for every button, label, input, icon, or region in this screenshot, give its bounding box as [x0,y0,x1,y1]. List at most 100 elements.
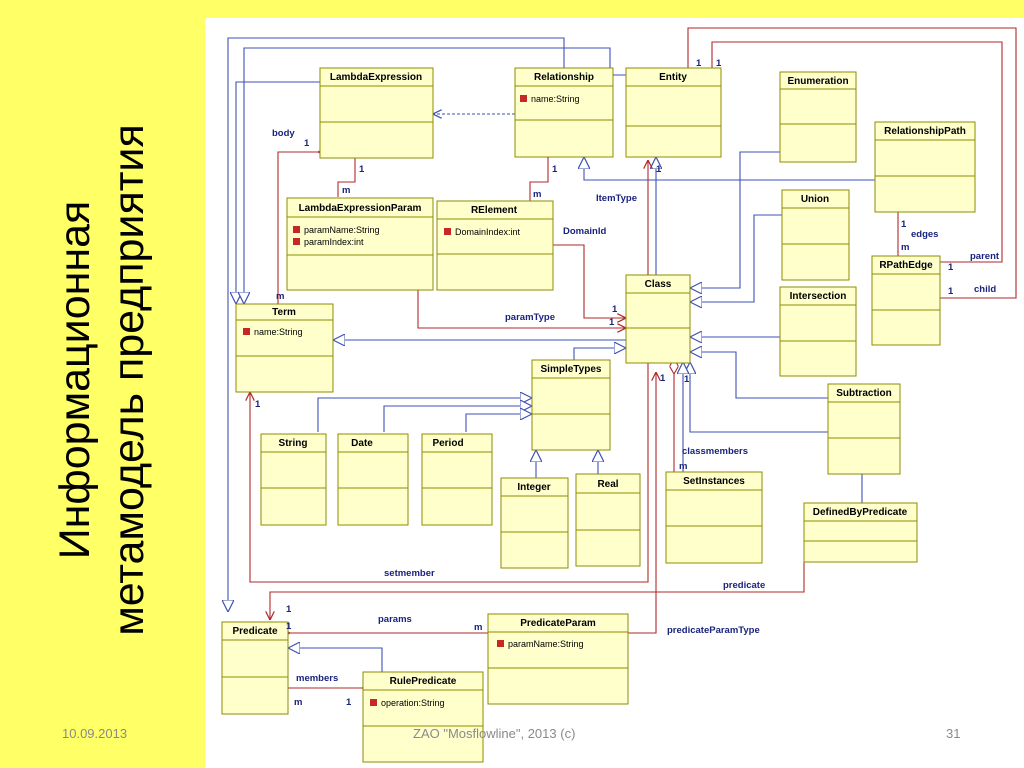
mult: m [679,461,687,472]
mult: 1 [255,399,261,410]
attribute: paramName:String [508,639,584,649]
label-setmember: setmember [384,568,435,579]
class-name: Union [801,194,829,205]
class-name: Entity [659,72,687,83]
gen-subtraction-class [690,352,828,399]
attribute: operation:String [381,698,445,708]
gen-relationship-predicate [228,37,565,612]
label-domainid: DomainId [563,226,606,237]
label-params: params [378,614,412,625]
class-defined-by-predicate[interactable]: DefinedByPredicate [803,502,918,563]
attribute: paramIndex:int [304,237,364,247]
class-set-instances[interactable]: SetInstances [665,471,763,564]
mult: m [276,291,284,302]
mult: m [294,697,302,708]
class-name: Real [597,479,618,490]
class-name: Term [272,307,296,318]
assoc-setmember [250,362,649,583]
mult: 1 [716,58,722,69]
class-union[interactable]: Union [781,189,850,281]
footer-date: 10.09.2013 [62,726,128,741]
attribute-icon [520,95,527,102]
class-intersection[interactable]: Intersection [779,286,857,377]
mult: 1 [359,164,365,175]
assoc-entity-rpathedge-parent [711,41,1003,262]
mult: m [533,189,541,200]
label-paramtype: paramType [505,312,555,323]
class-name: Enumeration [787,76,848,87]
attribute-icon [497,640,504,647]
mult: 1 [901,219,907,230]
gen-string-simpletypes [317,398,532,432]
class-relationship-path[interactable]: RelationshipPath [874,121,976,213]
label-predicateparamtype: predicateParamType [667,625,760,636]
class-real[interactable]: Real [575,473,641,567]
class-name: RulePredicate [390,676,457,687]
class-name: LambdaExpression [330,72,422,83]
label-child: child [974,284,996,295]
class-class[interactable]: Class [625,274,691,364]
assoc-relement-relationship [529,158,548,201]
gen-union-class [690,214,782,302]
assoc-body [277,152,318,304]
class-date[interactable]: Date [337,433,409,526]
mult: 1 [948,262,954,273]
gen-entity-term [244,47,626,304]
assoc-predicate [270,562,805,620]
class-string[interactable]: String [260,433,327,526]
class-relationship[interactable]: Relationship name:String [514,67,614,158]
gen-rulepredicate-predicate [288,648,383,672]
assoc-domainid [553,244,626,318]
label-parent: parent [970,251,1000,262]
mult: 1 [286,621,292,632]
label-members: members [296,673,338,684]
gen-period-simpletypes [465,414,532,432]
class-period[interactable]: Period [421,433,493,526]
attribute-icon [370,699,377,706]
association-lines [250,27,1017,688]
class-enumeration[interactable]: Enumeration [779,71,857,163]
class-predicate-param[interactable]: PredicateParam paramName:String [487,613,629,705]
gen-lambda-term [236,81,320,304]
gen-rpath-relationship [584,157,875,181]
class-rule-predicate[interactable]: RulePredicate operation:String [362,671,484,763]
class-subtraction[interactable]: Subtraction [827,383,901,475]
attribute-icon [293,226,300,233]
class-name: RElement [471,205,518,216]
attribute-icon [444,228,451,235]
class-name: RelationshipPath [884,126,966,137]
class-name: String [279,438,308,449]
attribute: DomainIndex:int [455,227,521,237]
mult: 1 [948,286,954,297]
attribute-icon [293,238,300,245]
class-simple-types[interactable]: SimpleTypes [531,359,611,451]
label-body: body [272,128,295,139]
attribute: paramName:String [304,225,380,235]
class-relement[interactable]: RElement DomainIndex:int [436,200,554,291]
class-rpath-edge[interactable]: RPathEdge [871,255,941,346]
class-lambda-expression[interactable]: LambdaExpression [319,67,434,159]
class-term[interactable]: Term name:String [235,303,334,393]
gen-date-simpletypes [383,406,532,432]
class-name: Class [645,279,672,290]
class-lambda-expression-param[interactable]: LambdaExpressionParam paramName:String p… [286,197,434,291]
label-itemtype: ItemType [596,193,637,204]
assoc-paramtype [417,290,626,328]
mult: 1 [696,58,702,69]
class-name: Subtraction [836,388,892,399]
mult: 1 [612,304,618,315]
class-name: SetInstances [683,476,745,487]
class-entity[interactable]: Entity [625,67,722,158]
mult: 1 [552,164,558,175]
class-name: Integer [517,482,550,493]
gen-enumeration-class [690,151,780,288]
mult: m [474,622,482,633]
class-name: SimpleTypes [541,364,602,375]
mult: m [342,185,350,196]
class-name: Period [432,438,463,449]
footer-page-number: 31 [946,726,961,741]
class-predicate[interactable]: Predicate [221,621,289,715]
class-integer[interactable]: Integer [500,477,569,569]
class-name: PredicateParam [520,618,596,629]
